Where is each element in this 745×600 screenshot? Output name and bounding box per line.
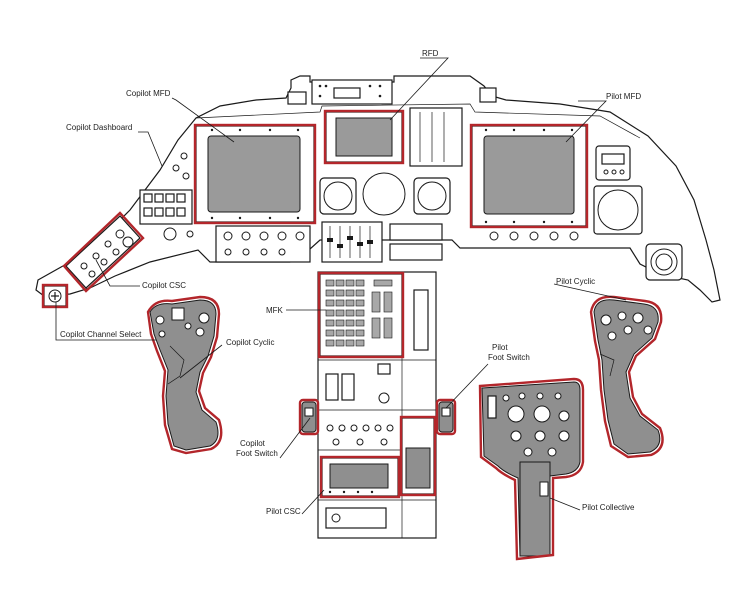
label-pilot-csc: Pilot CSC: [266, 507, 301, 516]
copilot-dashboard-switches: [139, 152, 194, 241]
label-copilot-csc: Copilot CSC: [142, 281, 186, 290]
label-pilot-collective: Pilot Collective: [582, 503, 635, 512]
pilot-foot-switch: [435, 398, 457, 436]
slider-bank: [327, 226, 373, 258]
pilot-csc-side-panel: [399, 415, 437, 497]
label-copilot-foot-switch-1: Copilot: [240, 439, 266, 448]
mfk-keypad: [317, 271, 405, 359]
pilot-mfd: [469, 123, 589, 229]
pilot-round-gauge: [645, 243, 683, 281]
label-rfd: RFD: [422, 49, 439, 58]
label-mfk: MFK: [266, 306, 284, 315]
label-copilot-foot-switch-2: Foot Switch: [236, 449, 278, 458]
leader-lines: [55, 57, 627, 515]
pedestal-knob-row: [326, 424, 394, 446]
copilot-foot-switch: [298, 398, 320, 436]
label-pilot-foot-switch-2: Foot Switch: [488, 353, 530, 362]
callout-labels: RFD Copilot MFD Pilot MFD Copilot Dashbo…: [60, 49, 641, 516]
copilot-cyclic: [146, 295, 223, 455]
rfd-display: [323, 109, 405, 165]
mfk-keys: [325, 279, 393, 347]
copilot-mfd: [193, 123, 317, 225]
label-pilot-foot-switch-1: Pilot: [492, 343, 508, 352]
label-copilot-dashboard: Copilot Dashboard: [66, 123, 132, 132]
annunciator-panel: [311, 79, 393, 105]
pilot-standby-gauge: [593, 185, 643, 235]
pilot-lower-knobs: [489, 231, 579, 241]
rfd-side-panel: [409, 107, 463, 167]
label-pilot-mfd: Pilot MFD: [606, 92, 641, 101]
copilot-csc-panel: [62, 211, 145, 293]
pilot-csc-panel: [319, 455, 401, 499]
copilot-lower-knobs: [215, 225, 311, 263]
label-copilot-cyclic: Copilot Cyclic: [226, 338, 274, 347]
center-gauges: [319, 172, 451, 263]
pilot-collective: [478, 377, 585, 561]
label-pilot-cyclic: Pilot Cyclic: [556, 277, 595, 286]
label-copilot-mfd: Copilot MFD: [126, 89, 171, 98]
pilot-cyclic: [589, 295, 664, 459]
label-copilot-channel-select: Copilot Channel Select: [60, 330, 142, 339]
pilot-clock: [595, 145, 631, 181]
copilot-channel-select: [41, 283, 69, 309]
